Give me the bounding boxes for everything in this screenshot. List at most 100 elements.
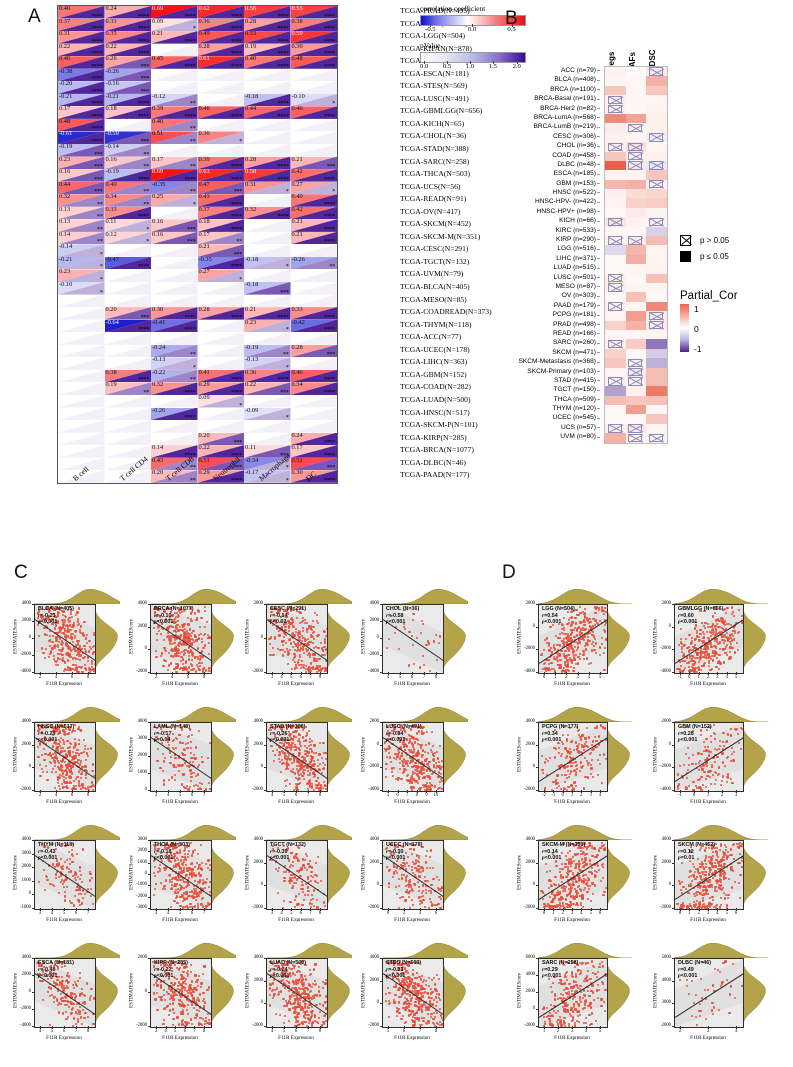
- partial-cor-cell[interactable]: [625, 236, 646, 246]
- partial-cor-cell[interactable]: [625, 160, 646, 171]
- partial-cor-cell[interactable]: [646, 376, 667, 387]
- partial-cor-cell[interactable]: [625, 151, 646, 161]
- partial-cor-cell[interactable]: [605, 282, 626, 293]
- heatmap-cell[interactable]: -0.14**: [104, 144, 151, 157]
- heatmap-cell[interactable]: [151, 420, 198, 433]
- partial-cor-cell[interactable]: [605, 273, 626, 283]
- heatmap-cell[interactable]: [151, 81, 198, 94]
- heatmap-cell[interactable]: 0.33****: [104, 206, 151, 220]
- heatmap-cell[interactable]: 0.44****: [244, 106, 291, 119]
- partial-cor-cell[interactable]: [625, 217, 646, 227]
- partial-cor-cell[interactable]: [646, 160, 667, 171]
- heatmap-cell[interactable]: 0.20***: [104, 307, 151, 320]
- partial-cor-cell[interactable]: [605, 414, 626, 424]
- partial-cor-cell[interactable]: [605, 433, 626, 443]
- partial-cor-cell[interactable]: [605, 329, 626, 340]
- heatmap-cell[interactable]: [151, 68, 198, 82]
- heatmap-cell[interactable]: 0.33****: [290, 307, 337, 320]
- heatmap-cell[interactable]: -0.13*: [244, 357, 291, 370]
- heatmap-cell[interactable]: [58, 357, 105, 370]
- heatmap-cell[interactable]: 0.31*: [244, 181, 291, 195]
- heatmap-cell[interactable]: 0.22****: [197, 445, 244, 458]
- partial-cor-cell[interactable]: [605, 254, 626, 265]
- heatmap-cell[interactable]: 0.39****: [197, 156, 244, 170]
- partial-cor-cell[interactable]: [646, 264, 667, 274]
- heatmap-cell[interactable]: 0.16**: [104, 156, 151, 170]
- partial-cor-cell[interactable]: [625, 179, 646, 190]
- heatmap-cell[interactable]: [244, 118, 291, 132]
- heatmap-cell[interactable]: [58, 319, 105, 333]
- heatmap-cell[interactable]: [58, 407, 105, 421]
- heatmap-cell[interactable]: [197, 319, 244, 333]
- partial-cor-cell[interactable]: [625, 282, 646, 293]
- partial-cor-cell[interactable]: [646, 358, 667, 368]
- partial-cor-cell[interactable]: [605, 104, 626, 114]
- heatmap-cell[interactable]: 0.18****: [104, 106, 151, 119]
- partial-cor-cell[interactable]: [646, 395, 667, 406]
- heatmap-cell[interactable]: [290, 407, 337, 421]
- partial-cor-cell[interactable]: [646, 76, 667, 86]
- heatmap-cell[interactable]: 0.53****: [244, 31, 291, 44]
- heatmap-cell[interactable]: 0.61****: [197, 56, 244, 69]
- heatmap-cell[interactable]: [151, 256, 198, 270]
- heatmap-cell[interactable]: 0.22****: [104, 43, 151, 57]
- heatmap-cell[interactable]: 0.43****: [197, 194, 244, 207]
- heatmap-cell[interactable]: 0.28****: [197, 307, 244, 320]
- heatmap-cell[interactable]: [244, 231, 291, 245]
- heatmap-cell[interactable]: -0.19**: [244, 344, 291, 358]
- partial-cor-cell[interactable]: [646, 292, 667, 302]
- heatmap-cell[interactable]: 0.20***: [197, 432, 244, 446]
- heatmap-cell[interactable]: -0.61****: [58, 131, 105, 145]
- partial-cor-cell[interactable]: [605, 311, 626, 321]
- partial-cor-cell[interactable]: [646, 226, 667, 237]
- heatmap-cell[interactable]: 0.17**: [197, 231, 244, 245]
- partial-cor-cell[interactable]: [646, 189, 667, 199]
- heatmap-cell[interactable]: 0.28***: [290, 344, 337, 358]
- heatmap-cell[interactable]: 0.21****: [290, 231, 337, 245]
- partial-cor-cell[interactable]: [605, 320, 626, 330]
- heatmap-cell[interactable]: 0.24****: [290, 432, 337, 446]
- heatmap-cell[interactable]: [290, 294, 337, 308]
- heatmap-cell[interactable]: 0.42****: [290, 206, 337, 220]
- heatmap-cell[interactable]: [244, 194, 291, 207]
- heatmap-cell[interactable]: [197, 420, 244, 433]
- partial-cor-cell[interactable]: [646, 386, 667, 396]
- heatmap-cell[interactable]: [290, 68, 337, 82]
- heatmap-cell[interactable]: [104, 269, 151, 283]
- heatmap-cell[interactable]: [151, 282, 198, 295]
- heatmap-cell[interactable]: 0.40**: [104, 181, 151, 195]
- heatmap-cell[interactable]: 0.11*: [104, 219, 151, 232]
- partial-cor-cell[interactable]: [625, 386, 646, 396]
- heatmap-cell[interactable]: 0.27*: [290, 181, 337, 195]
- heatmap-cell[interactable]: [244, 394, 291, 408]
- heatmap-cell[interactable]: -0.19***: [58, 144, 105, 157]
- heatmap-cell[interactable]: -0.20****: [58, 81, 105, 94]
- partial-cor-cell[interactable]: [646, 179, 667, 190]
- partial-cor-cell[interactable]: [646, 132, 667, 143]
- heatmap-cell[interactable]: [151, 394, 198, 408]
- heatmap-cell[interactable]: 0.40****: [58, 6, 105, 19]
- heatmap-cell[interactable]: 0.24****: [104, 6, 151, 19]
- partial-cor-cell[interactable]: [605, 207, 626, 218]
- heatmap-cell[interactable]: 0.34****: [290, 382, 337, 395]
- partial-cor-cell[interactable]: [625, 132, 646, 143]
- partial-cor-cell[interactable]: [625, 433, 646, 443]
- heatmap-cell[interactable]: 0.52***: [290, 457, 337, 471]
- heatmap-cell[interactable]: -0.13*: [151, 357, 198, 370]
- partial-cor-cell[interactable]: [646, 348, 667, 359]
- partial-cor-cell[interactable]: [605, 76, 626, 86]
- partial-cor-cell[interactable]: [625, 85, 646, 96]
- heatmap-cell[interactable]: [58, 294, 105, 308]
- partial-cor-cell[interactable]: [646, 414, 667, 424]
- heatmap-cell[interactable]: [197, 344, 244, 358]
- partial-cor-cell[interactable]: [646, 217, 667, 227]
- heatmap-cell[interactable]: [244, 420, 291, 433]
- heatmap-cell[interactable]: 0.28****: [244, 156, 291, 170]
- heatmap-cell[interactable]: [58, 432, 105, 446]
- heatmap-cell[interactable]: [58, 445, 105, 458]
- heatmap-cell[interactable]: [244, 131, 291, 145]
- heatmap-cell[interactable]: [290, 394, 337, 408]
- heatmap-cell[interactable]: [104, 432, 151, 446]
- heatmap-cell[interactable]: 0.09*: [151, 18, 198, 32]
- partial-cor-cell[interactable]: [625, 339, 646, 349]
